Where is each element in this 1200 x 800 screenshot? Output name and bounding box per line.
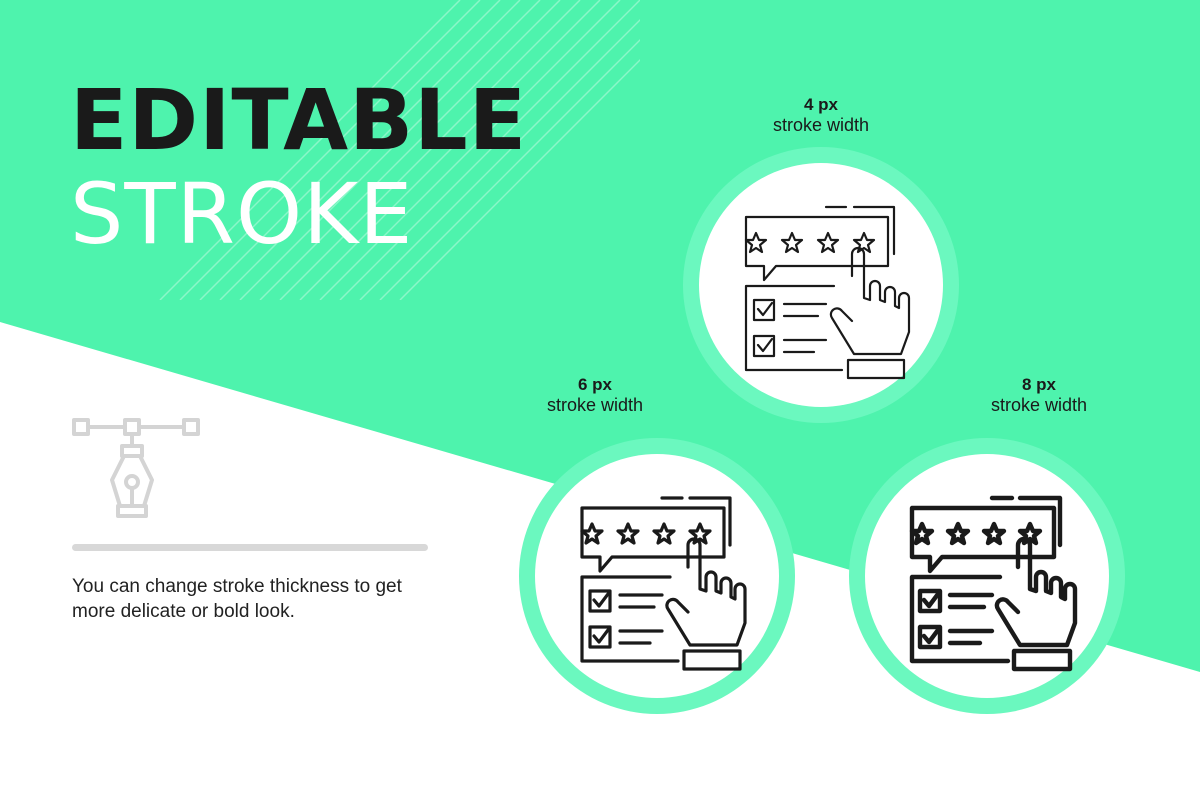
customer-rating-icon [676,140,966,430]
caption-4px: 4 px stroke width [711,94,931,136]
headline-line-2: STROKE [70,165,414,263]
stroke-value: 6 px [577,375,613,394]
customer-rating-icon [842,431,1132,721]
divider-line [72,544,428,551]
pen-tool-icon [72,410,212,545]
caption-6px: 6 px stroke width [485,374,705,416]
stroke-label: stroke width [546,395,644,415]
description-text: You can change stroke thickness to get m… [72,574,452,624]
description-line-1: You can change stroke thickness to get [72,576,402,597]
stroke-value: 8 px [1021,375,1057,394]
hatch-pattern [159,0,640,300]
headline-line-1: EDITABLE [70,71,528,169]
customer-rating-icon [512,431,802,721]
caption-8px: 8 px stroke width [929,374,1149,416]
stroke-label: stroke width [772,115,870,135]
stroke-label: stroke width [990,395,1088,415]
description-line-2: more delicate or bold look. [72,601,295,622]
stroke-value: 4 px [803,95,839,114]
